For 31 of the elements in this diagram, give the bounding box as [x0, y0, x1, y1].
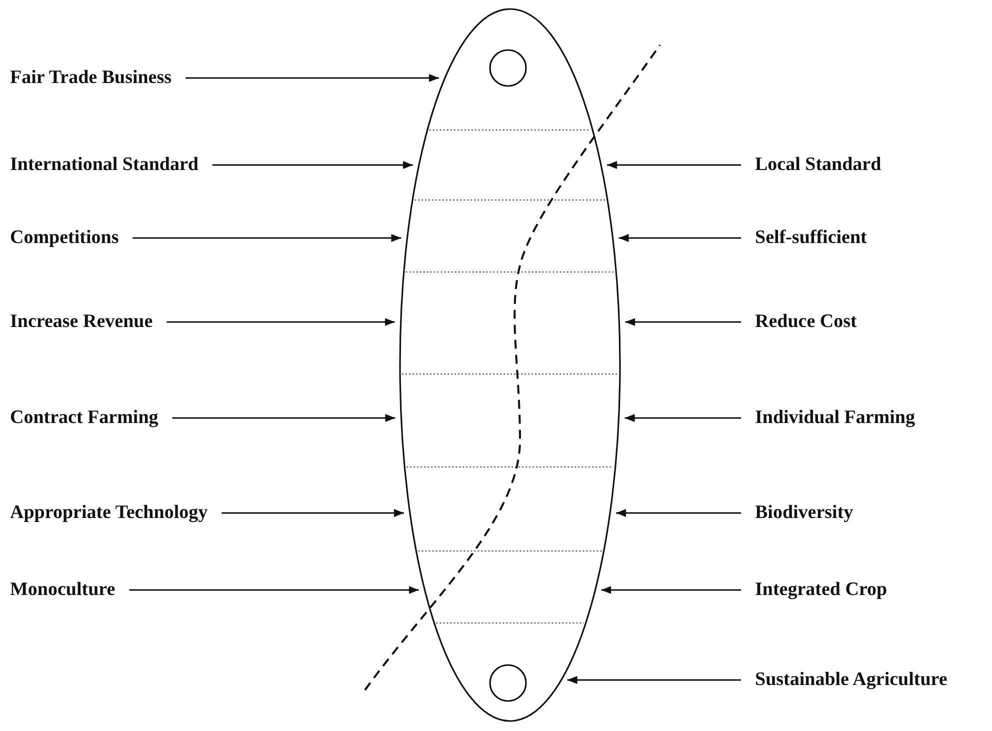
arrow: [129, 586, 419, 594]
label-text: Competitions: [10, 227, 119, 249]
arrow: [172, 414, 396, 422]
label-text: Increase Revenue: [10, 311, 153, 333]
arrow: [166, 318, 395, 326]
label-text: Self-sufficient: [755, 227, 867, 249]
label-text: Monoculture: [10, 579, 116, 601]
label-text: Local Standard: [755, 154, 882, 176]
label-text: Individual Farming: [755, 407, 915, 429]
circle-shape: [489, 664, 527, 702]
label-text: Reduce Cost: [755, 311, 857, 333]
arrow: [607, 161, 741, 169]
arrow: [222, 509, 404, 517]
arrow: [624, 414, 741, 422]
arrow: [618, 234, 741, 242]
label-text: Integrated Crop: [755, 579, 888, 601]
arrow: [601, 586, 741, 594]
label-text: Contract Farming: [10, 407, 158, 429]
arrow: [567, 676, 741, 684]
label-text: Appropriate Technology: [10, 502, 208, 524]
circle-shape: [489, 49, 527, 87]
label-text: Biodiversity: [755, 502, 854, 524]
arrow: [625, 318, 741, 326]
label-text: Sustainable Agriculture: [755, 669, 948, 691]
arrow: [132, 234, 402, 242]
label-text: Fair Trade Business: [10, 67, 172, 89]
label-text: International Standard: [10, 154, 198, 176]
arrow: [186, 74, 439, 82]
arrow: [212, 161, 413, 169]
ellipse-shape: [399, 8, 621, 722]
arrow: [616, 509, 741, 517]
